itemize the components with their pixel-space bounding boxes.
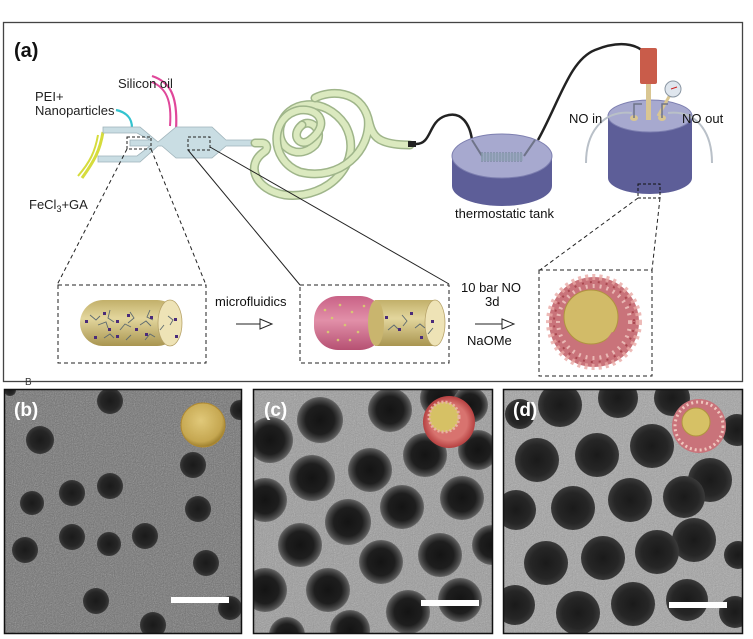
no-out-label: NO out xyxy=(682,111,724,126)
conditions-line1: 10 bar NO xyxy=(461,280,521,295)
gold-fiber-cylinder xyxy=(80,299,183,347)
callout-lines xyxy=(56,146,661,286)
panel-c-label: (c) xyxy=(264,400,287,421)
coated-fiber-cylinder xyxy=(314,296,446,350)
stray-label: B xyxy=(25,377,32,388)
silicon-oil-label: Silicon oil xyxy=(118,76,173,91)
gold-core xyxy=(563,289,619,345)
core-shell-particle xyxy=(546,274,642,370)
step3-box xyxy=(538,269,653,377)
scale-bar-d xyxy=(669,602,727,608)
microfluidic-chip xyxy=(97,126,256,163)
no-out-tube xyxy=(667,111,713,164)
scale-bar-b xyxy=(171,597,229,603)
step1-box xyxy=(57,284,207,364)
panel-b-label: (b) xyxy=(14,400,38,421)
step2-box xyxy=(299,284,450,364)
spiral-channel xyxy=(249,88,415,200)
oil-inlet-tube xyxy=(151,74,178,131)
zoom-box-1 xyxy=(126,136,152,150)
tubing-to-tank xyxy=(415,113,474,146)
microfluidics-label: microfluidics xyxy=(215,294,287,309)
gold-particle-inset xyxy=(180,402,226,448)
core-shell-inset-d xyxy=(672,399,726,453)
panel-a-label: (a) xyxy=(14,40,38,62)
fecl3-ga-label: FeCl3+GA xyxy=(29,197,88,214)
panel-d-label: (d) xyxy=(513,400,537,421)
panel-d: (d) xyxy=(502,388,744,635)
pressure-gauge-icon xyxy=(664,80,682,98)
fecl3-subscript: 3 xyxy=(56,204,61,214)
panel-b: (b) xyxy=(3,388,243,635)
pei-label-line2: Nanoparticles xyxy=(35,103,115,118)
fecl3-rest: +GA xyxy=(61,197,88,212)
scale-bar-c xyxy=(421,600,479,606)
panel-c: (c) xyxy=(252,388,494,635)
thermostatic-tank xyxy=(451,133,553,206)
nanoparticles-b xyxy=(5,390,241,633)
fecl3-main: FeCl xyxy=(29,197,57,212)
tube-connector xyxy=(408,141,416,147)
no-in-tube xyxy=(585,111,633,164)
pei-label-line1: PEI+ xyxy=(35,89,64,104)
panel-a: (a) xyxy=(2,21,744,388)
zoom-box-3 xyxy=(637,183,661,199)
nitric-oxide-reactor xyxy=(585,48,713,199)
core-shell-inset-c xyxy=(423,396,475,448)
conditions-line3: NaOMe xyxy=(467,333,512,348)
no-in-label: NO in xyxy=(569,111,602,126)
thermostatic-tank-label: thermostatic tank xyxy=(455,206,554,221)
arrow-2-icon xyxy=(475,318,516,330)
conditions-line2: 3d xyxy=(485,294,499,309)
condenser xyxy=(640,48,657,84)
fecl3-inlet-tube xyxy=(80,131,105,179)
fecl3-inlet-tube-2 xyxy=(77,134,99,177)
oil-inlet-tube-2 xyxy=(151,81,172,127)
zoom-box-2 xyxy=(187,136,211,151)
core-shell-particles-d xyxy=(504,390,742,633)
pei-inlet-tube xyxy=(115,108,134,129)
arrow-1-icon xyxy=(236,318,274,330)
tubing-to-reactor xyxy=(536,43,652,141)
